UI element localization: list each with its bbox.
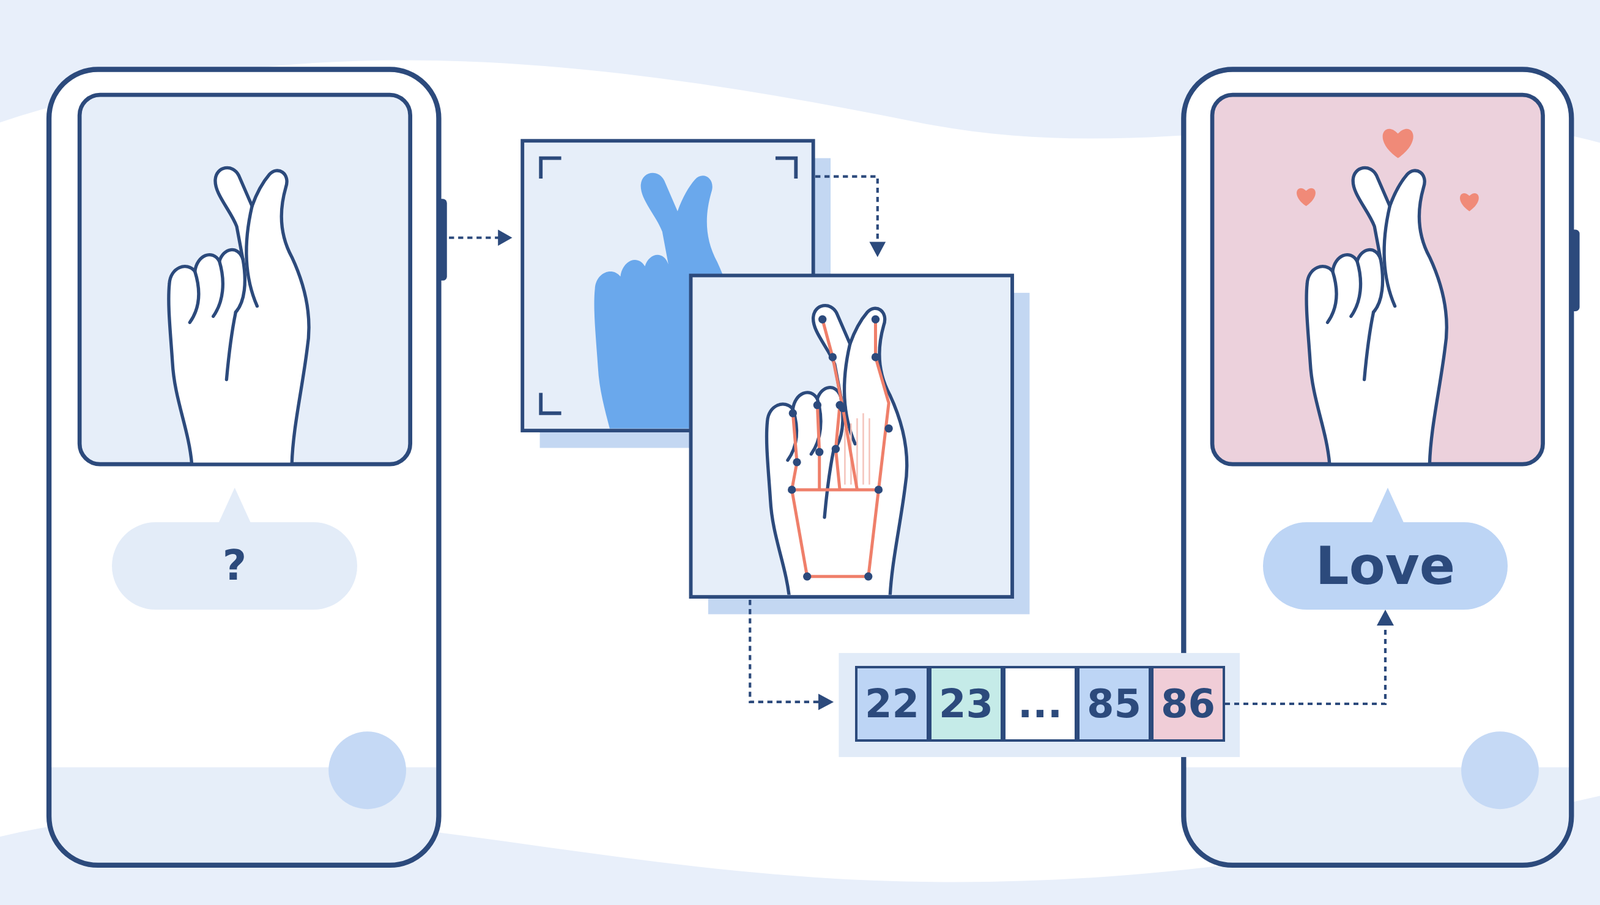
vector-cell: ... bbox=[1003, 666, 1078, 742]
flow-arrows bbox=[448, 176, 878, 703]
node-label: 23 bbox=[938, 682, 994, 726]
connector bbox=[1225, 609, 1394, 704]
vector-strip bbox=[838, 653, 1240, 758]
vector-cell: 22 bbox=[855, 666, 930, 742]
landmark-points bbox=[787, 315, 893, 582]
arrow-heads bbox=[497, 229, 886, 711]
phone-screen bbox=[1212, 94, 1544, 465]
phone-body bbox=[48, 69, 439, 865]
flow-arrow bbox=[815, 176, 878, 243]
vector-cell: 85 bbox=[1077, 666, 1152, 742]
node-label: Love bbox=[1315, 537, 1456, 596]
connector-line bbox=[1225, 624, 1386, 704]
hand-illustration bbox=[766, 305, 908, 596]
phone-screen bbox=[79, 94, 411, 465]
background-wave bbox=[0, 60, 1600, 883]
heart-icon bbox=[1459, 193, 1479, 212]
speech-bubble: ? bbox=[111, 522, 358, 610]
heart-icon bbox=[1382, 129, 1414, 159]
heart-icon bbox=[1296, 188, 1316, 207]
hand-illustration bbox=[168, 167, 309, 465]
flow-arrow bbox=[749, 600, 819, 703]
phone-body bbox=[1183, 69, 1572, 865]
node-label: 86 bbox=[1160, 682, 1216, 726]
hand-illustration bbox=[1306, 167, 1447, 465]
phone-button bbox=[328, 731, 407, 810]
node-label: ? bbox=[222, 543, 247, 589]
landmark-skeleton bbox=[792, 319, 889, 577]
bubble-pointer bbox=[1371, 488, 1404, 524]
speech-bubble: Love bbox=[1262, 522, 1508, 610]
arrow-head bbox=[1376, 609, 1394, 626]
bubble-pointer bbox=[218, 488, 251, 524]
panel-outline bbox=[690, 275, 1013, 598]
node-label: 85 bbox=[1086, 682, 1142, 726]
node-label: ... bbox=[1017, 682, 1063, 726]
phone-outline bbox=[48, 69, 439, 865]
flow-arrow bbox=[448, 236, 500, 240]
vector-cell: 86 bbox=[1151, 666, 1226, 742]
phone-outline bbox=[1183, 69, 1572, 865]
node-label: 22 bbox=[864, 682, 920, 726]
phone-button bbox=[1461, 731, 1539, 810]
hand-landmark-panel bbox=[690, 275, 1030, 615]
right-phone bbox=[1183, 69, 1580, 865]
arrow-head bbox=[869, 241, 886, 257]
arrow-head bbox=[497, 229, 512, 246]
arrow-head bbox=[818, 694, 834, 711]
vector-cell: 23 bbox=[929, 666, 1004, 742]
left-phone bbox=[48, 69, 448, 865]
